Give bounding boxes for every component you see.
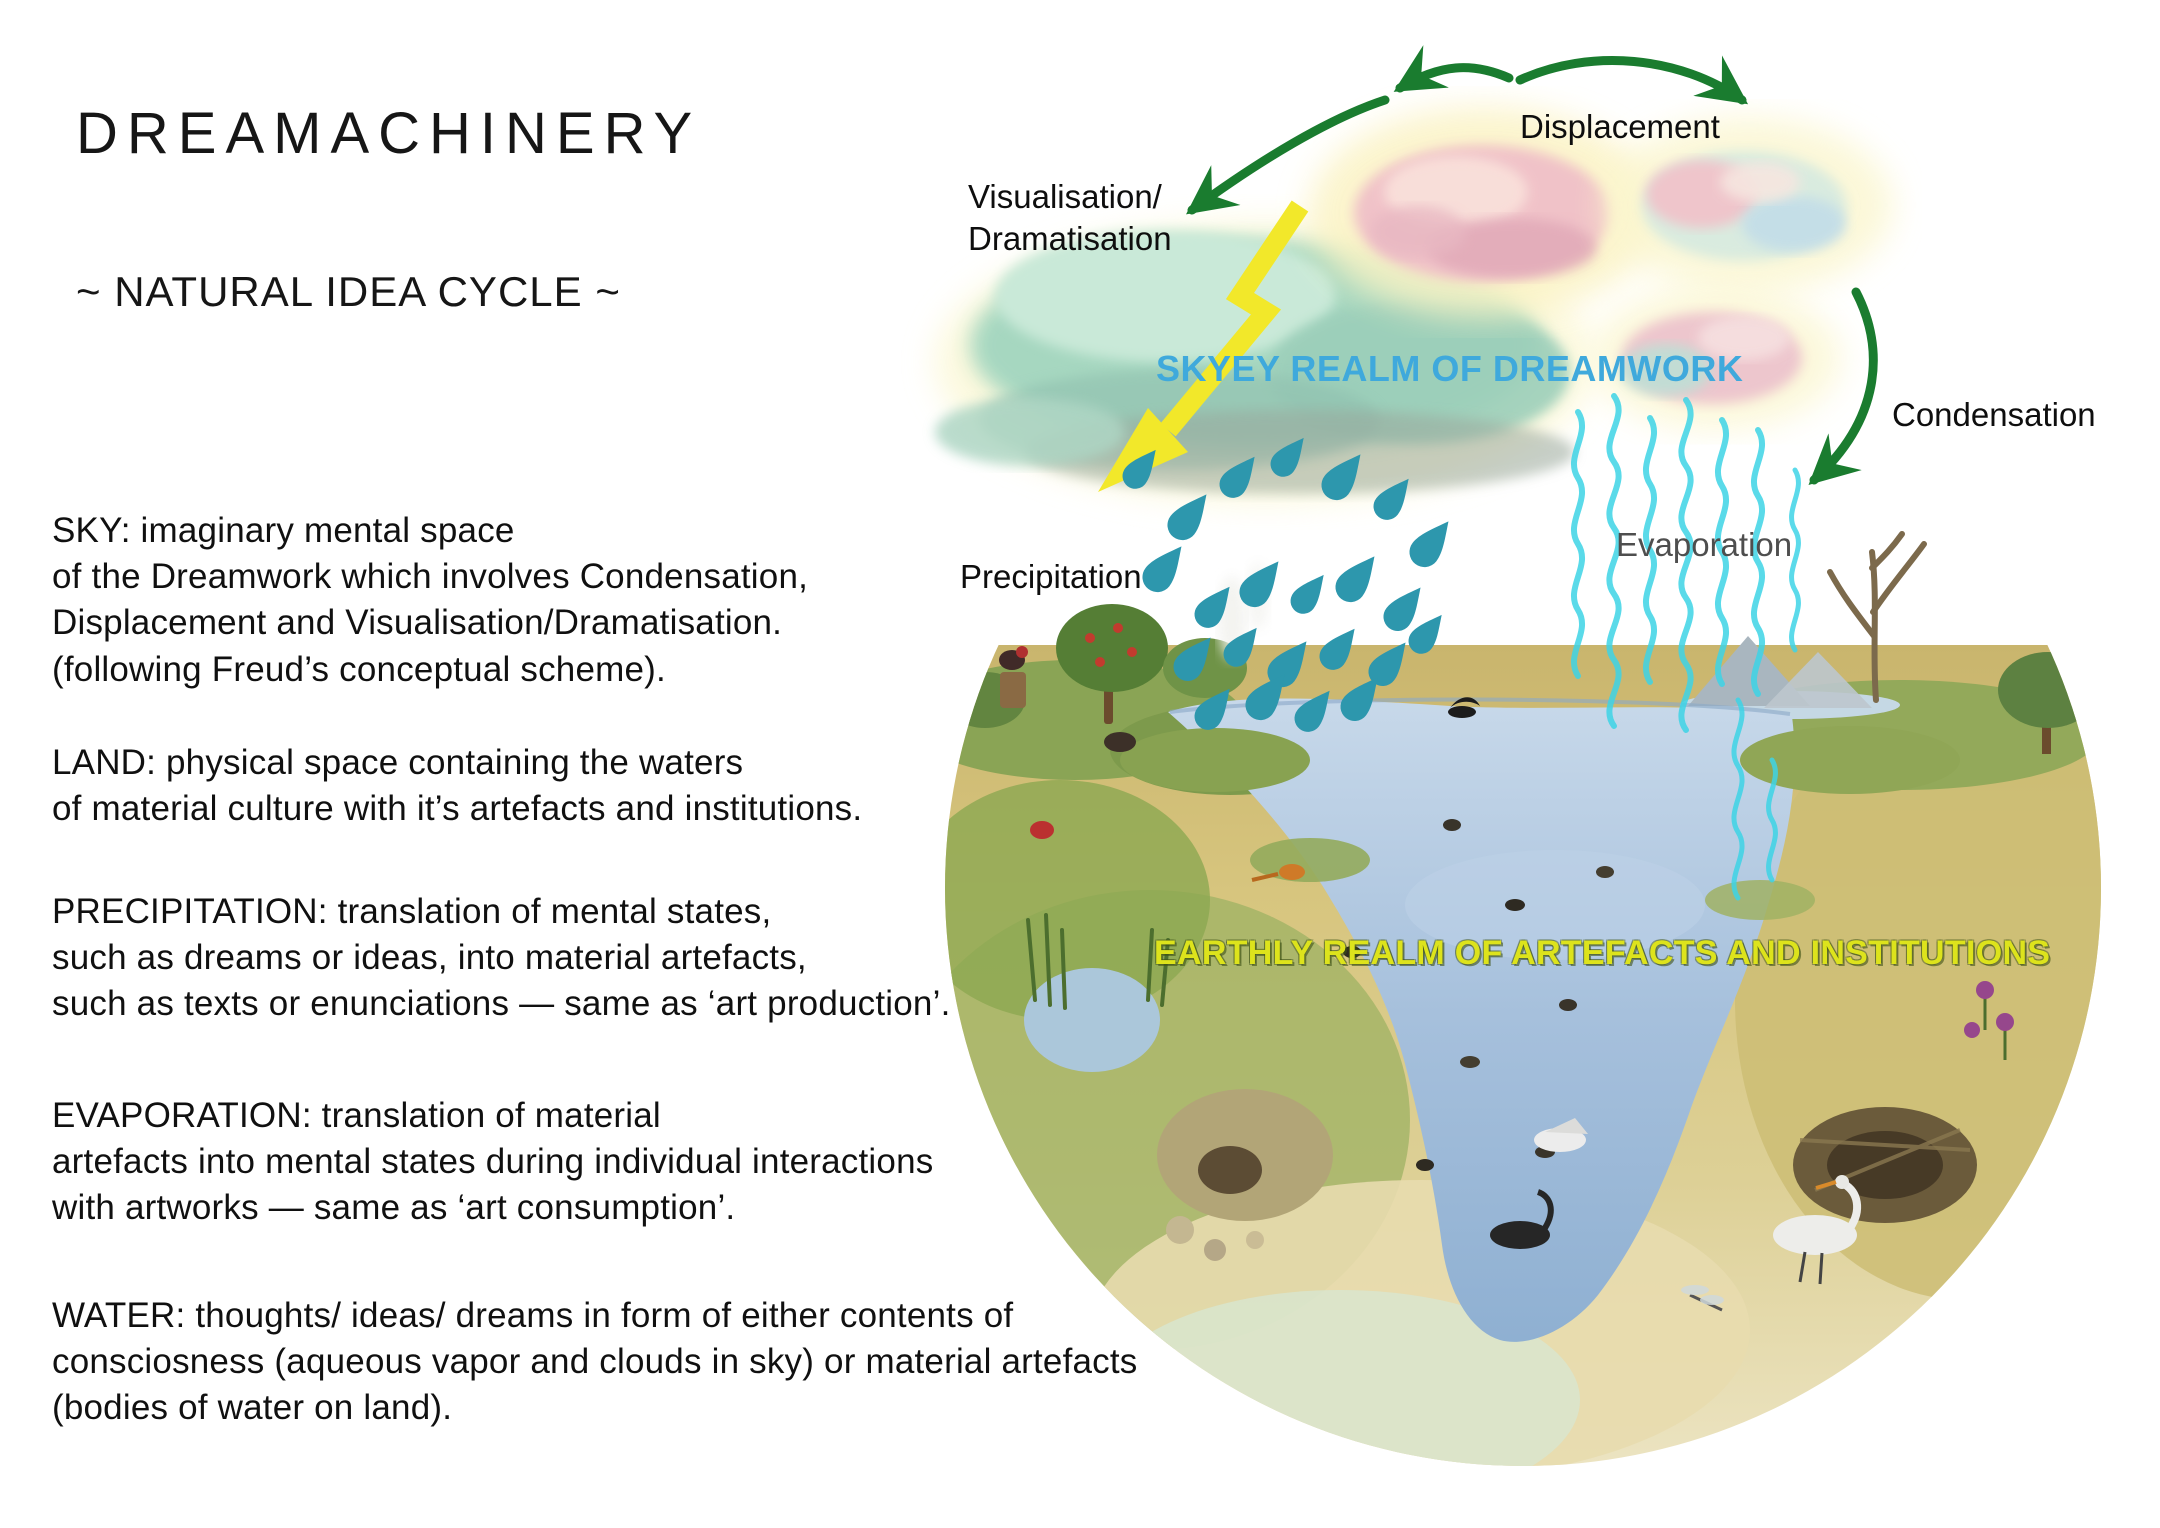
definition-precipitation: PRECIPITATION: translation of mental sta… (52, 892, 951, 1024)
ground-bird (1104, 732, 1136, 752)
orange-bird (1251, 864, 1305, 882)
tree-stump-bird (999, 646, 1028, 708)
pond (1024, 968, 1160, 1072)
water-birds (1343, 819, 1614, 1171)
mountain (1764, 652, 1872, 708)
displacement-label: Displacement (1520, 108, 1720, 145)
cloud-pink-blue (1603, 117, 1893, 293)
reeds (1026, 913, 1170, 1010)
mountain (1688, 636, 1810, 706)
condensation-label: Condensation (1892, 396, 2096, 433)
fruit-tree (1056, 604, 1168, 724)
red-bird (1030, 821, 1054, 839)
cloud-pink-small (1591, 286, 1841, 430)
arrow-displacement-left (1393, 45, 1514, 93)
dead-tree (1827, 531, 1927, 703)
definition-evaporation: EVAPORATION: translation of material art… (52, 1096, 934, 1228)
visualisation-dramatisation-label: Visualisation/ Dramatisation (968, 178, 1172, 258)
arrow-displacement-right (1515, 55, 1749, 105)
flowers-purple (1964, 981, 2014, 1060)
stork-bird (1773, 1175, 1862, 1285)
earthly-realm-label: EARTHLY REALM OF ARTEFACTS AND INSTITUTI… (1154, 934, 2051, 972)
evaporation-label: Evaporation (1616, 526, 1793, 563)
skyey-realm-label: SKYEY REALM OF DREAMWORK (1156, 348, 1744, 389)
swan-bird (1490, 1189, 1554, 1249)
dragonfly (1681, 1285, 1724, 1312)
evaporation-vapour-lines (1570, 393, 1801, 901)
arrow-to-visualisation (1186, 95, 1390, 215)
cloud-pink-large (1309, 107, 1659, 317)
page-title: DREAMACHINERY (76, 101, 702, 166)
rock-mound (1157, 1089, 1333, 1261)
definition-sky: SKY: imaginary mental space of the Dream… (52, 511, 809, 689)
arrow-condensation (1808, 287, 1878, 485)
page-subtitle: ~ NATURAL IDEA CYCLE ~ (76, 268, 621, 315)
nest (1793, 1107, 1977, 1223)
gull-bird (1534, 1118, 1588, 1152)
lightning-arrow (1098, 200, 1309, 492)
flying-bird (1448, 697, 1480, 718)
precipitation-label: Precipitation (960, 558, 1142, 595)
definition-land: LAND: physical space containing the wate… (52, 743, 863, 829)
definition-water: WATER: thoughts/ ideas/ dreams in form o… (52, 1296, 1138, 1428)
